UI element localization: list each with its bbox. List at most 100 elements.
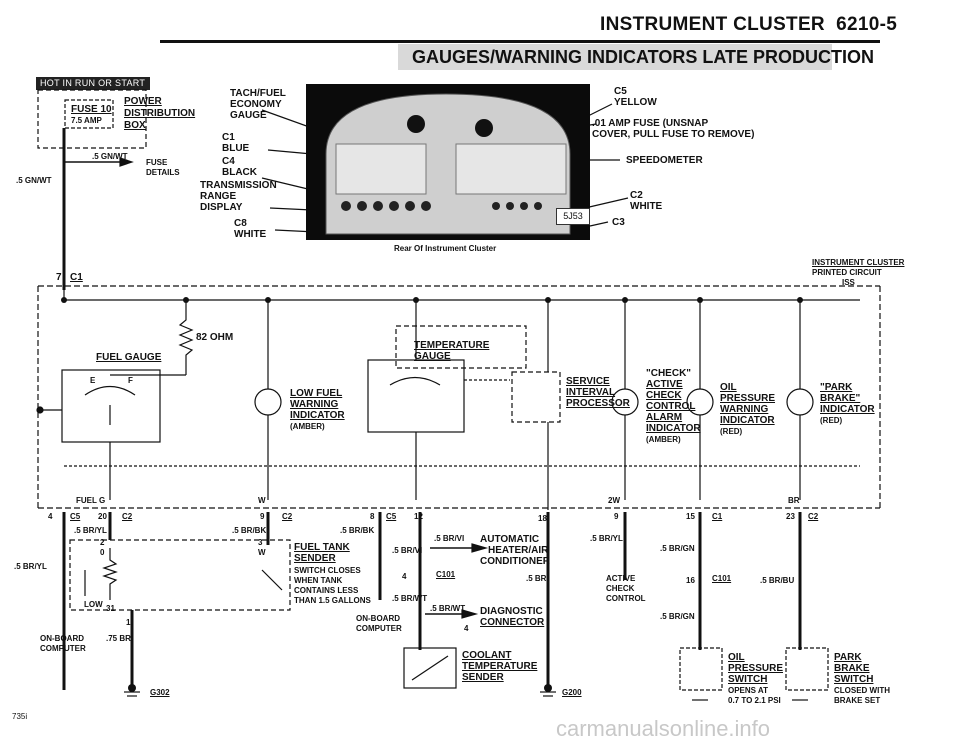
power-bar: HOT IN RUN OR START	[36, 77, 150, 90]
c5-yellow-1: C5	[614, 86, 627, 97]
br-label: BR	[788, 496, 800, 505]
fuel-gauge-f: F	[128, 376, 133, 385]
wire-brbu: .5 BR/BU	[760, 576, 795, 585]
wire-brylt-left: .5 BR/YL	[14, 562, 47, 571]
speedometer-label: SPEEDOMETER	[626, 155, 703, 166]
c2b-connector: C2	[282, 512, 293, 521]
sender-pin-0: 0	[100, 548, 105, 557]
c5-pin: 4	[48, 512, 53, 521]
oil-switch-1: OIL	[728, 652, 745, 663]
wire-brwt: .5 BR/WT	[392, 594, 428, 603]
ac-3: CONDITIONER	[480, 556, 550, 567]
park-2: BRAKE"	[820, 393, 861, 404]
onboard-mid-1: ON-BOARD	[356, 614, 400, 623]
low-label: LOW	[84, 600, 103, 609]
section-subtitle: GAUGES/WARNING INDICATORS LATE PRODUCTIO…	[398, 44, 874, 70]
diag-1: DIAGNOSTIC	[480, 606, 543, 617]
oil-switch-3: SWITCH	[728, 674, 768, 685]
ac-1: AUTOMATIC	[480, 534, 540, 545]
tach-label-3: GAUGE	[230, 110, 267, 121]
power-dist-line-1: POWER	[124, 96, 162, 107]
c4-black-1: C4	[222, 156, 235, 167]
check-5: ALARM	[646, 412, 683, 423]
cluster-photo-art	[325, 93, 571, 235]
active-check-3: CONTROL	[606, 594, 646, 603]
w2-label: 2W	[608, 496, 620, 505]
low-fuel-3: INDICATOR	[290, 410, 345, 421]
c1b-connector: C1	[712, 512, 723, 521]
service-3: PROCESSOR	[566, 398, 630, 409]
c5-connector: C5	[70, 512, 81, 521]
wire-brvi-2: .5 BR/VI	[392, 546, 423, 555]
ground-g302: G302	[150, 688, 170, 697]
park-3: INDICATOR	[820, 404, 875, 415]
tach-label-1: TACH/FUEL	[230, 88, 286, 99]
check-1: "CHECK"	[646, 368, 692, 379]
park-note-2: BRAKE SET	[834, 696, 881, 705]
photo-caption: Rear Of Instrument Cluster	[394, 244, 497, 253]
oil-note-2: 0.7 TO 2.1 PSI	[728, 696, 781, 705]
c1-pin: 7	[56, 272, 62, 283]
c5b-connector: C5	[386, 512, 397, 521]
pin-12: 12	[414, 512, 423, 521]
power-dist-line-2: DISTRIBUTION	[124, 108, 196, 119]
fuel-tank-note-1: SWITCH CLOSES	[294, 566, 361, 575]
pin-31: 31	[106, 604, 115, 613]
temp-gauge-label: TEMPERATURE GAUGE	[414, 340, 490, 362]
wire-br: .5 BR	[526, 574, 547, 583]
c5b-pin: 8	[370, 512, 375, 521]
pin-18: 18	[538, 514, 547, 523]
oil-note-1: OPENS AT	[728, 686, 769, 695]
c101b-connector: C101	[712, 574, 732, 583]
c2a-connector: C2	[122, 512, 133, 521]
wire-brgn-2: .5 BR/GN	[660, 612, 695, 621]
fuse-10-label: FUSE 10	[71, 104, 112, 115]
fuel-tank-note-4: THAN 1.5 GALLONS	[294, 596, 371, 605]
c1b-pin: 15	[686, 512, 695, 521]
fuse-details-2: DETAILS	[146, 168, 180, 177]
trans-label-1: TRANSMISSION	[200, 180, 277, 191]
oil-2: PRESSURE	[720, 393, 776, 404]
fuel-gauge-label: FUEL GAUGE	[96, 352, 162, 363]
fuse-details-1: FUSE	[146, 158, 168, 167]
wire-brylt: .5 BR/YL	[74, 526, 107, 535]
fuel-gauge-e: E	[90, 376, 96, 385]
tach-label-2: ECONOMY	[230, 99, 282, 110]
wire-brvi-1: .5 BR/VI	[434, 534, 465, 543]
pin-1: 1	[126, 618, 131, 627]
fuel-g-label: FUEL G	[76, 496, 106, 505]
park-switch-3: SWITCH	[834, 674, 874, 685]
diag-2: CONNECTOR	[480, 617, 545, 628]
park-note-1: CLOSED WITH	[834, 686, 890, 695]
c101-connector: C101	[436, 570, 456, 579]
active-check-1: ACTIVE	[606, 574, 636, 583]
page-title: INSTRUMENT CLUSTER 6210-5	[600, 14, 898, 35]
check-4: CONTROL	[646, 401, 696, 412]
c2-white-2: WHITE	[630, 201, 663, 212]
c2b-pin: 9	[260, 512, 265, 521]
sender-pin-w: W	[258, 548, 266, 557]
circuit-label-2: PRINTED CIRCUIT	[812, 268, 882, 277]
active-check-2: CHECK	[606, 584, 635, 593]
wire-brbk-1: .5 BR/BK	[232, 526, 267, 535]
coolant-2: TEMPERATURE	[462, 661, 538, 672]
fuel-tank-note-2: WHEN TANK	[294, 576, 343, 585]
low-fuel-2: WARNING	[290, 399, 339, 410]
wire-gnwt-label: .5 GN/WT	[92, 152, 128, 161]
park-switch-1: PARK	[834, 652, 862, 663]
fuel-tank-1: FUEL TANK	[294, 542, 350, 553]
c101b-pin: 16	[686, 576, 695, 585]
check-7: (AMBER)	[646, 435, 681, 444]
onboard-mid-2: COMPUTER	[356, 624, 402, 633]
fuse-note-1: .01 AMP FUSE (UNSNAP	[592, 118, 709, 129]
wire-brwt-2: .5 BR/WT	[430, 604, 466, 613]
c1-blue-2: BLUE	[222, 143, 250, 154]
coolant-3: SENDER	[462, 672, 504, 683]
service-1: SERVICE	[566, 376, 610, 387]
c2a-pin: 20	[98, 512, 107, 521]
oil-4: INDICATOR	[720, 415, 775, 426]
c2c-connector: C2	[808, 512, 819, 521]
wire-brbk-2: .5 BR/BK	[340, 526, 375, 535]
low-fuel-4: (AMBER)	[290, 422, 325, 431]
check-6: INDICATOR	[646, 423, 701, 434]
